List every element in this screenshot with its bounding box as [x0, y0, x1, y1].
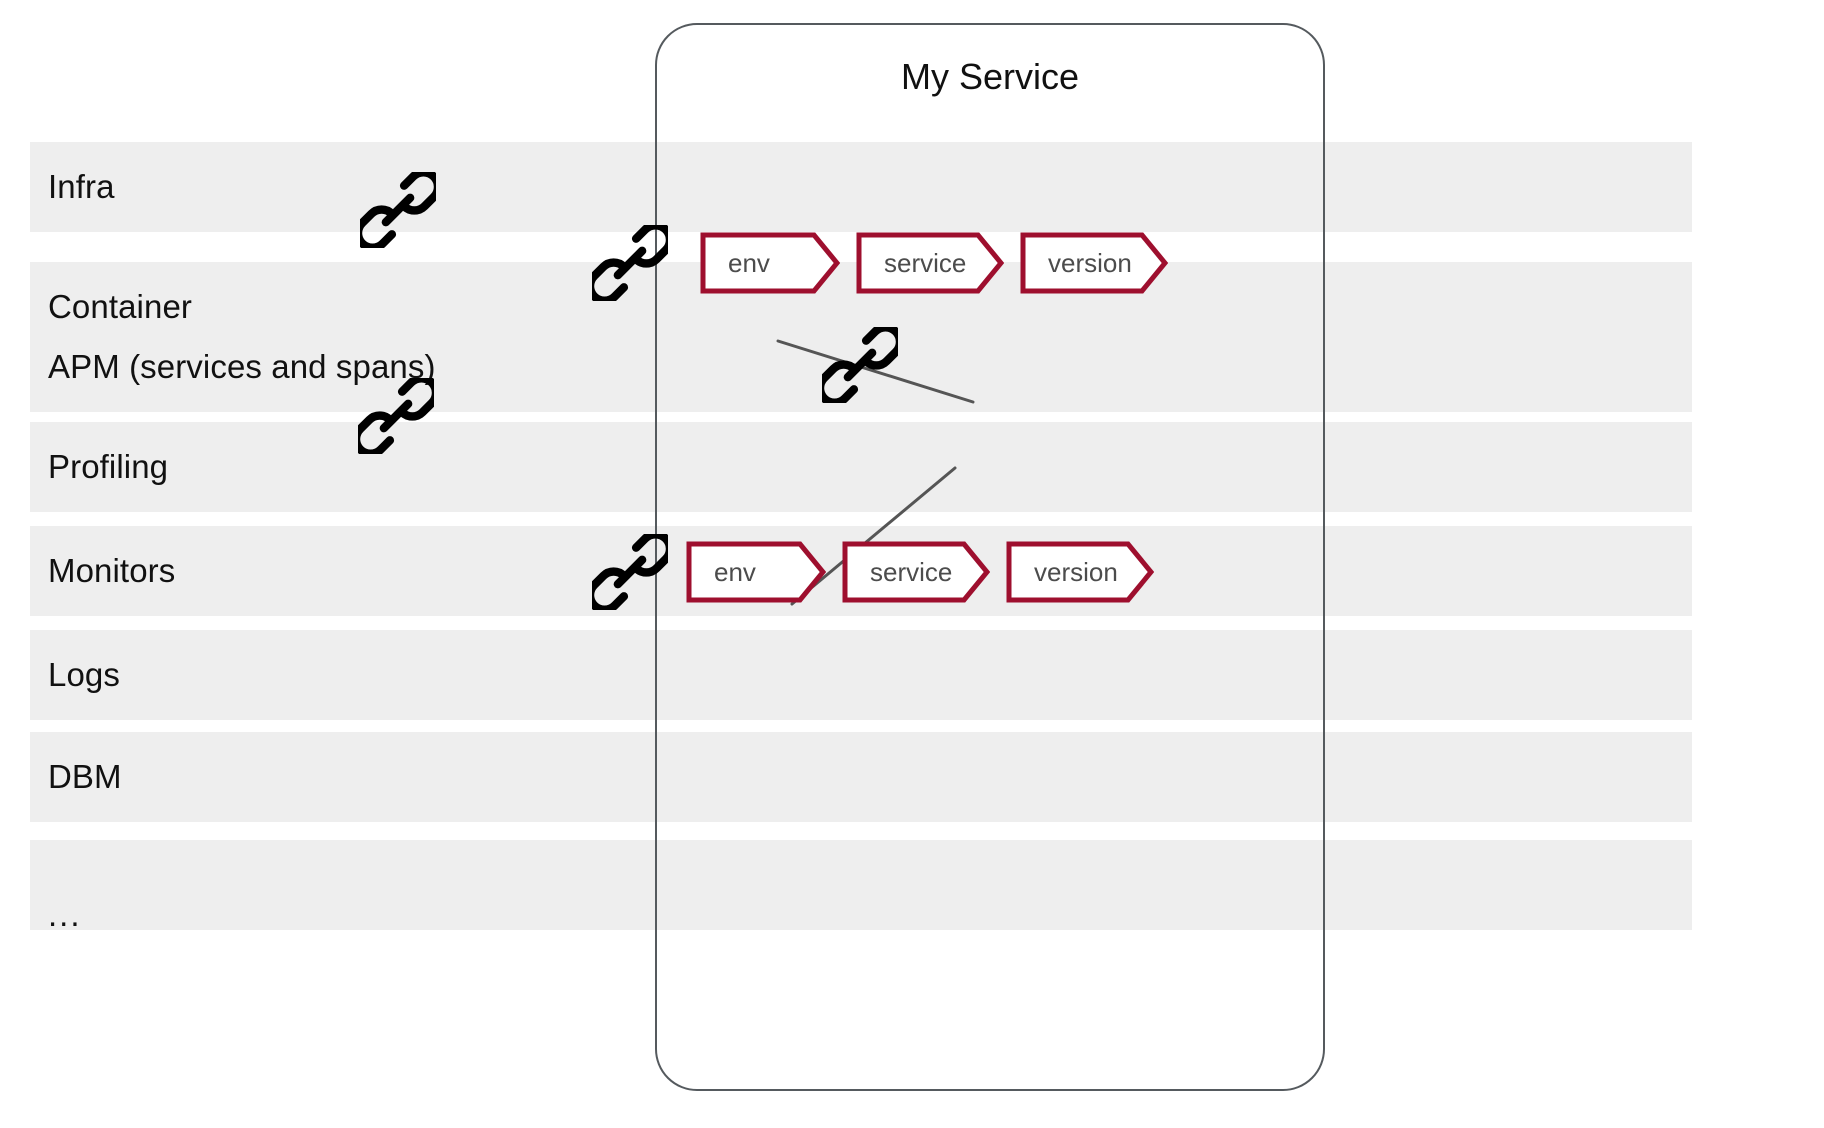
row-label-container: Container: [48, 288, 192, 325]
tag-chip-label: version: [1034, 557, 1118, 587]
tag-chip-shape: [1020, 232, 1168, 294]
chip-row-container: env service version: [700, 232, 1168, 294]
tag-chip-service[interactable]: service: [842, 541, 990, 603]
tag-chip-env[interactable]: env: [686, 541, 826, 603]
tag-chip-env[interactable]: env: [700, 232, 840, 294]
tag-chip-label: service: [884, 248, 967, 278]
row-label-logs: Logs: [48, 656, 120, 693]
tag-chip-label: service: [870, 557, 953, 587]
link-icon-apm-join: [822, 327, 898, 403]
row-label-: ...: [48, 896, 82, 933]
tag-chip-label: env: [728, 248, 770, 278]
telemetry-row-band: [30, 630, 1692, 720]
service-panel: [655, 23, 1325, 1091]
tag-chip-label: version: [1048, 248, 1132, 278]
tag-chip-shape: [686, 541, 826, 603]
row-label-apm-services-and-spans: APM (services and spans): [48, 348, 436, 385]
page-title: My Service: [900, 56, 1080, 97]
tag-chip-outline: [1006, 541, 1154, 603]
tag-chip-outline: [1020, 232, 1168, 294]
tag-chip-version[interactable]: version: [1020, 232, 1168, 294]
tag-chip-label: env: [714, 557, 756, 587]
link-icon-apm-profiling: [358, 378, 434, 454]
row-label-monitors: Monitors: [48, 552, 176, 589]
chip-row-monitors: env service version: [686, 541, 1154, 603]
tag-chip-service[interactable]: service: [856, 232, 1004, 294]
tag-chip-shape: [700, 232, 840, 294]
tag-chip-outline: [700, 232, 840, 294]
link-icon-monitors-tags: [592, 534, 668, 610]
telemetry-row-band: [30, 142, 1692, 232]
link-icon-container-tags: [592, 225, 668, 301]
tag-chip-shape: [856, 232, 1004, 294]
row-label-profiling: Profiling: [48, 448, 169, 485]
tag-chip-outline: [856, 232, 1004, 294]
row-label-infra: Infra: [48, 168, 115, 205]
link-icon-infra-container: [360, 172, 436, 248]
tag-chip-outline: [842, 541, 990, 603]
telemetry-row-band: [30, 732, 1692, 822]
tag-chip-version[interactable]: version: [1006, 541, 1154, 603]
tag-chip-outline: [686, 541, 826, 603]
tag-chip-shape: [1006, 541, 1154, 603]
tag-chip-shape: [842, 541, 990, 603]
row-label-dbm: DBM: [48, 758, 122, 795]
telemetry-row-band: [30, 840, 1692, 930]
